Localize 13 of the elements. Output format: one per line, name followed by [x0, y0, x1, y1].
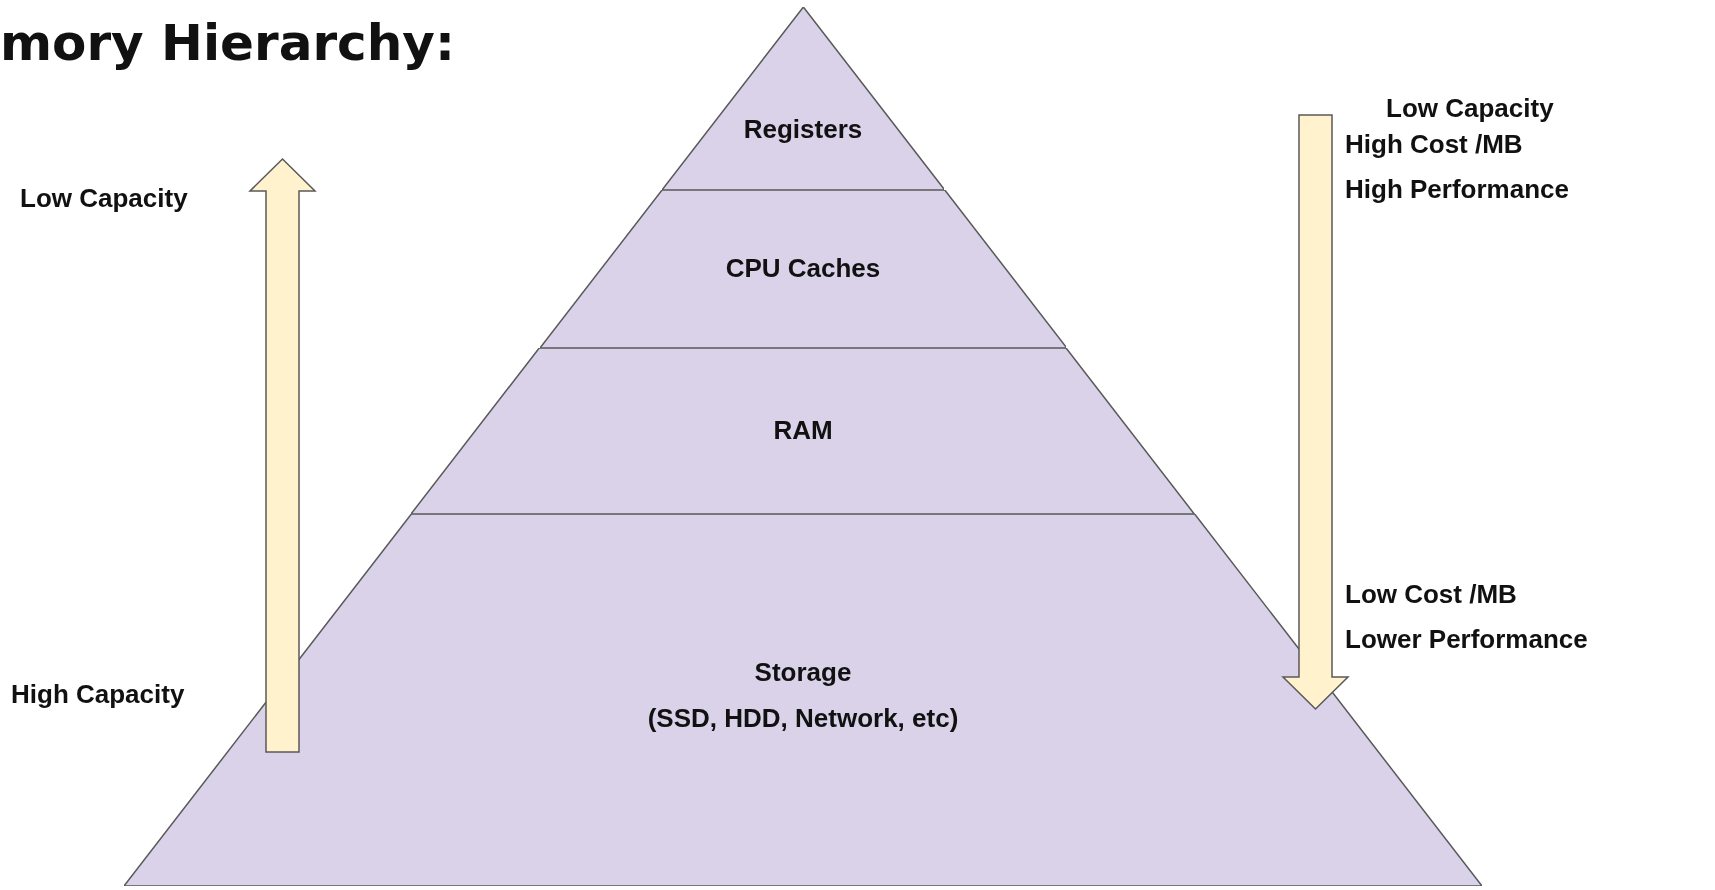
tier-label: RAM	[773, 414, 833, 446]
tier-label: (SSD, HDD, Network, etc)	[647, 702, 959, 734]
tier-label: CPU Caches	[725, 252, 881, 284]
side-note: High Cost /MB	[1345, 129, 1523, 160]
side-note: Lower Performance	[1345, 624, 1588, 655]
side-note: High Performance	[1345, 174, 1569, 205]
side-note: High Capacity	[11, 679, 185, 710]
tier-label: Registers	[743, 113, 863, 145]
side-note: Low Capacity	[1386, 93, 1554, 124]
side-note: Low Capacity	[20, 183, 188, 214]
title: mory Hierarchy:	[0, 14, 455, 72]
tier-label: Storage	[754, 656, 852, 688]
side-note: Low Cost /MB	[1345, 579, 1517, 610]
